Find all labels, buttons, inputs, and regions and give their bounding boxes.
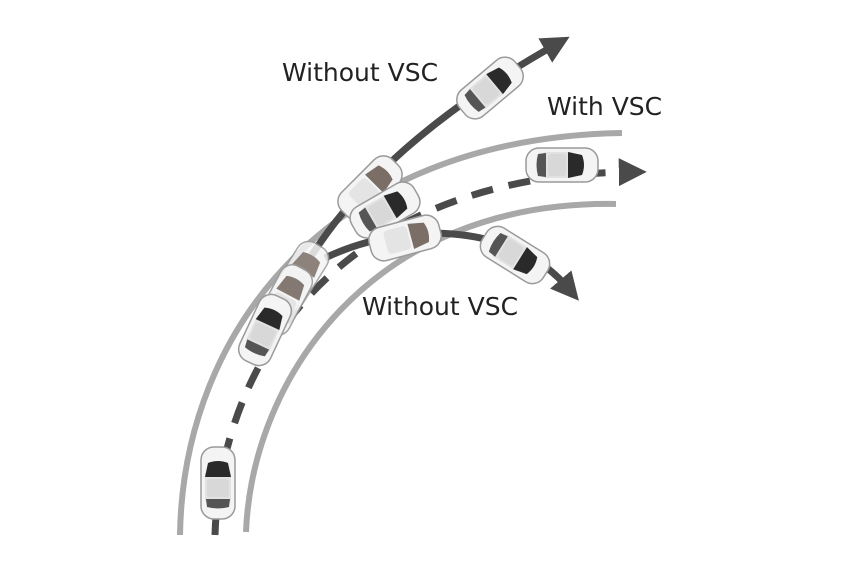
car-without-vsc-top	[450, 51, 530, 125]
label-without-vsc-bottom: Without VSC	[362, 292, 519, 321]
label-with-vsc: With VSC	[547, 92, 663, 121]
car-without-vsc-bottom	[474, 220, 556, 290]
car-with-vsc-end	[525, 147, 599, 183]
road-inner-edge	[243, 200, 617, 533]
path-with-vsc	[211, 158, 647, 536]
car-start	[200, 446, 236, 520]
label-without-vsc-top: Without VSC	[282, 58, 439, 87]
